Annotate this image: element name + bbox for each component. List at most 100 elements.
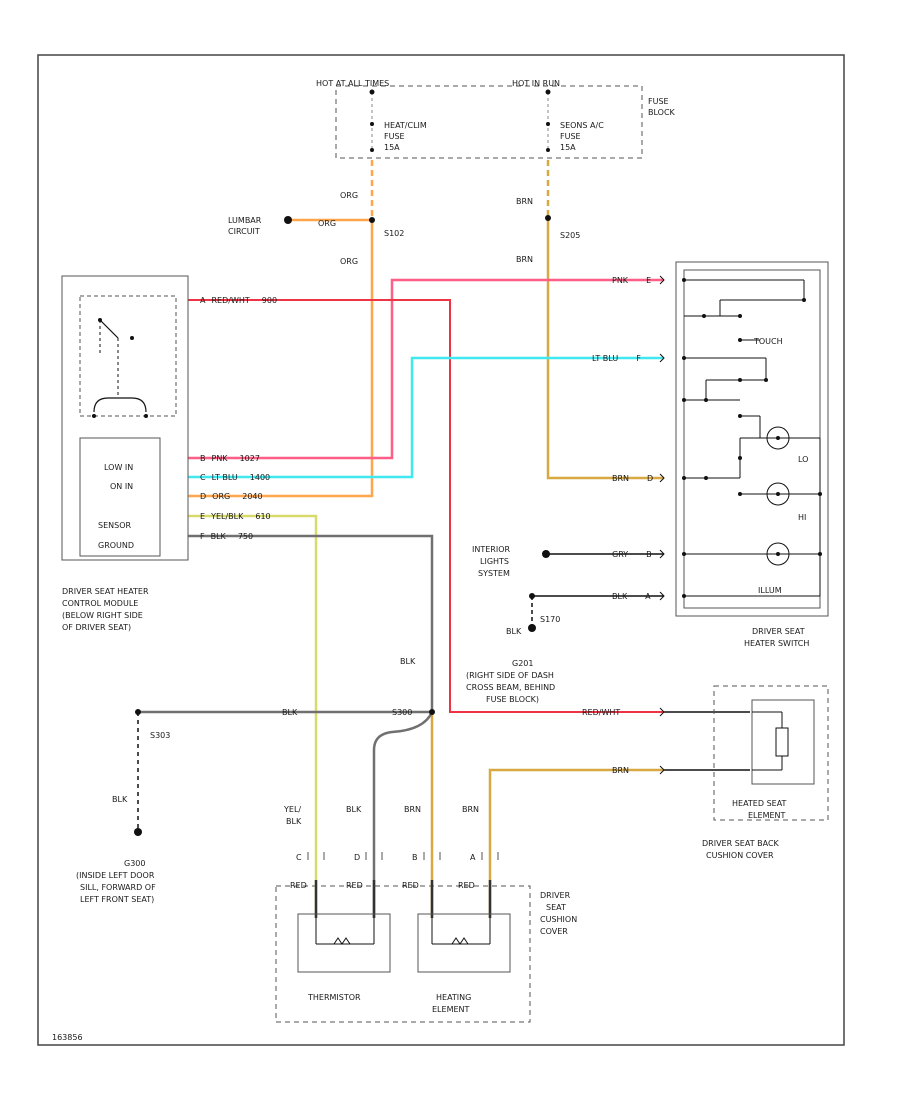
g300-splice: S303 bbox=[150, 731, 170, 740]
figure-id: 163856 bbox=[52, 1033, 83, 1042]
g201-desc-2: CROSS BEAM, BEHIND bbox=[466, 683, 555, 692]
control-module: LOW IN ON IN SENSOR GROUND bbox=[61, 275, 189, 561]
heater-switch: TOUCH LO HI ILLUM bbox=[675, 261, 829, 617]
svg-text:B: B bbox=[412, 853, 418, 862]
module-caption-2: CONTROL MODULE bbox=[62, 599, 138, 608]
interior-label-3: SYSTEM bbox=[478, 569, 510, 578]
cushion-caption-4: COVER bbox=[540, 927, 568, 936]
back-cover-caption-2: CUSHION COVER bbox=[706, 851, 774, 860]
label-brn-back: BRN bbox=[612, 766, 629, 775]
svg-text:RED: RED bbox=[402, 881, 419, 890]
thermistor-label: THERMISTOR bbox=[307, 993, 361, 1002]
interior-label-1: INTERIOR bbox=[472, 545, 511, 554]
wire-yellow bbox=[188, 514, 318, 860]
svg-text:BRN: BRN bbox=[404, 805, 421, 814]
module-caption-4: OF DRIVER SEAT) bbox=[62, 623, 131, 632]
back-element-caption-2: ELEMENT bbox=[748, 811, 786, 820]
label-s205: S205 bbox=[560, 231, 580, 240]
module-caption-1: DRIVER SEAT HEATER bbox=[62, 587, 149, 596]
svg-text:A: A bbox=[470, 853, 476, 862]
fuse-left-line3: 15A bbox=[384, 143, 400, 152]
label-blk-horizontal: BLK bbox=[282, 708, 298, 717]
label-red-white: RED/WHT bbox=[582, 708, 620, 717]
g201-desc-3: FUSE BLOCK) bbox=[486, 695, 539, 704]
label-brn-upper: BRN bbox=[516, 197, 533, 206]
wire-cyan bbox=[188, 356, 664, 479]
seat-back-element: HEATED SEAT ELEMENT bbox=[713, 685, 829, 821]
svg-text:BRN: BRN bbox=[462, 805, 479, 814]
heating-label-1: HEATING bbox=[436, 993, 471, 1002]
splice-dots bbox=[134, 215, 551, 836]
interior-label-2: LIGHTS bbox=[480, 557, 509, 566]
back-cover-caption-1: DRIVER SEAT BACK bbox=[702, 839, 780, 848]
switch-label-lo: LO bbox=[798, 455, 808, 464]
svg-text:BLK: BLK bbox=[286, 817, 302, 826]
label-s300: S300 bbox=[392, 708, 412, 717]
g201-title: G201 bbox=[512, 659, 533, 668]
cushion-labels: YEL/ BLK BLK BRN BRN C D B A bbox=[283, 805, 479, 862]
g300-wire: BLK bbox=[112, 795, 128, 804]
fuse-right-line3: 15A bbox=[560, 143, 576, 152]
diagram-frame bbox=[37, 54, 845, 1046]
module-pin-on-in: ON IN bbox=[110, 482, 133, 491]
g201-wire-blk: BLK bbox=[400, 657, 416, 666]
label-lumbar-2: CIRCUIT bbox=[228, 227, 260, 236]
fuse-block-caption-2: BLOCK bbox=[648, 108, 676, 117]
heating-label-2: ELEMENT bbox=[432, 1005, 470, 1014]
back-element-caption-1: HEATED SEAT bbox=[732, 799, 787, 808]
svg-text:RED: RED bbox=[458, 881, 475, 890]
fuse-block-outline bbox=[335, 85, 643, 159]
fuse-block-hot-in-run: HOT IN RUN bbox=[512, 79, 560, 88]
fuse-right-line2: FUSE bbox=[560, 132, 581, 141]
g201-desc-1: (RIGHT SIDE OF DASH bbox=[466, 671, 554, 680]
interior-splice: S170 bbox=[540, 615, 560, 624]
wire-black bbox=[137, 553, 750, 828]
fuse-block: HOT AT ALL TIMES HOT IN RUN HEAT/CLIM FU… bbox=[316, 79, 676, 159]
cushion-cover: RED RED RED RED THERMISTOR HEATING ELEME… bbox=[275, 860, 531, 1023]
fuse-block-hot-at-all-times: HOT AT ALL TIMES bbox=[316, 79, 389, 88]
g300-desc-2: SILL, FORWARD OF bbox=[80, 883, 156, 892]
module-caption-3: (BELOW RIGHT SIDE bbox=[62, 611, 143, 620]
cushion-caption-2: SEAT bbox=[546, 903, 566, 912]
wire-orange bbox=[188, 160, 374, 498]
wire-gray bbox=[138, 534, 434, 860]
label-org-upper: ORG bbox=[340, 191, 358, 200]
module-pin-low-in: LOW IN bbox=[104, 463, 133, 472]
g300-title: G300 bbox=[124, 859, 145, 868]
svg-text:YEL/: YEL/ bbox=[283, 805, 301, 814]
wire-red-white bbox=[188, 299, 664, 713]
module-pin-ground: GROUND bbox=[98, 541, 134, 550]
connector-arrows bbox=[659, 275, 665, 775]
label-org-lumbar: ORG bbox=[318, 219, 336, 228]
svg-text:C: C bbox=[296, 853, 302, 862]
fuse-block-caption-1: FUSE bbox=[648, 97, 669, 106]
svg-text:D: D bbox=[354, 853, 360, 862]
interior-wire-blk: BLK bbox=[506, 627, 522, 636]
cushion-caption-1: DRIVER bbox=[540, 891, 571, 900]
wire-tan bbox=[430, 160, 664, 860]
svg-text:RED: RED bbox=[346, 881, 363, 890]
switch-caption-2: HEATER SWITCH bbox=[744, 639, 809, 648]
switch-label-illum: ILLUM bbox=[758, 586, 782, 595]
g300-desc-3: LEFT FRONT SEAT) bbox=[80, 895, 154, 904]
switch-caption-1: DRIVER SEAT bbox=[752, 627, 805, 636]
fuse-left-line2: FUSE bbox=[384, 132, 405, 141]
fuse-right-line1: SEONS A/C bbox=[560, 121, 604, 130]
cushion-caption-3: CUSHION bbox=[540, 915, 577, 924]
g300-desc-1: (INSIDE LEFT DOOR bbox=[76, 871, 155, 880]
switch-label-hi: HI bbox=[798, 513, 806, 522]
